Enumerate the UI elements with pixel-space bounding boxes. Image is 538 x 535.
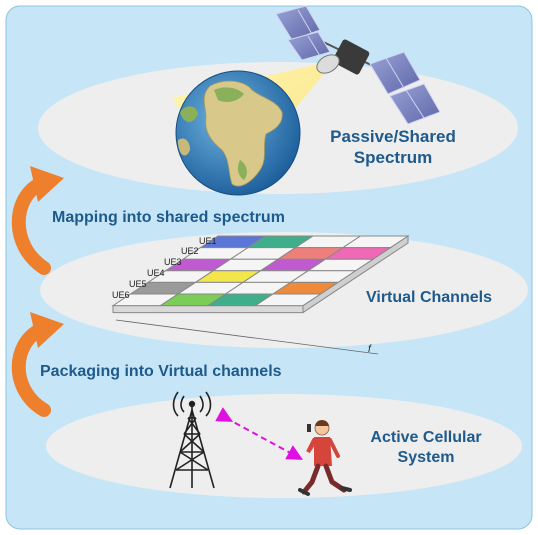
grid-front-edge	[112, 305, 304, 314]
active-label-line2: System	[397, 449, 455, 466]
passive-label-line1: Passive/Shared	[330, 127, 456, 146]
grid-cell-r6-c4	[253, 293, 323, 307]
ue-label-1: UE1	[199, 236, 217, 246]
active-label-line1: Active Cellular	[370, 429, 482, 446]
ue-label-3: UE3	[164, 257, 182, 267]
virtual-channels-label: Virtual Channels	[366, 289, 492, 306]
mapping-arrow-label: Mapping into shared spectrum	[52, 209, 285, 226]
wireless-link-arrow	[215, 407, 304, 460]
mapping-curved-arrow	[11, 166, 64, 275]
active-cellular-label: Active Cellular System	[346, 428, 506, 468]
frequency-axis-label: f	[368, 344, 371, 355]
packaging-curved-arrow	[11, 312, 64, 417]
ue-label-4: UE4	[147, 268, 165, 278]
cell-tower-icon	[169, 391, 215, 489]
passive-label-line2: Spectrum	[353, 148, 433, 168]
ue-label-2: UE2	[181, 246, 199, 256]
frequency-axis	[115, 319, 379, 355]
ue-label-5: UE5	[129, 279, 147, 289]
walking-person-icon	[298, 420, 352, 496]
packaging-arrow-label: Packaging into Virtual channels	[40, 363, 282, 380]
passive-spectrum-label: Passive/Shared Spectrum	[308, 126, 478, 169]
ue-label-6: UE6	[112, 290, 130, 300]
satellite-icon	[275, 5, 441, 125]
globe-icon	[175, 70, 301, 196]
virtual-channel-grid	[111, 235, 410, 355]
